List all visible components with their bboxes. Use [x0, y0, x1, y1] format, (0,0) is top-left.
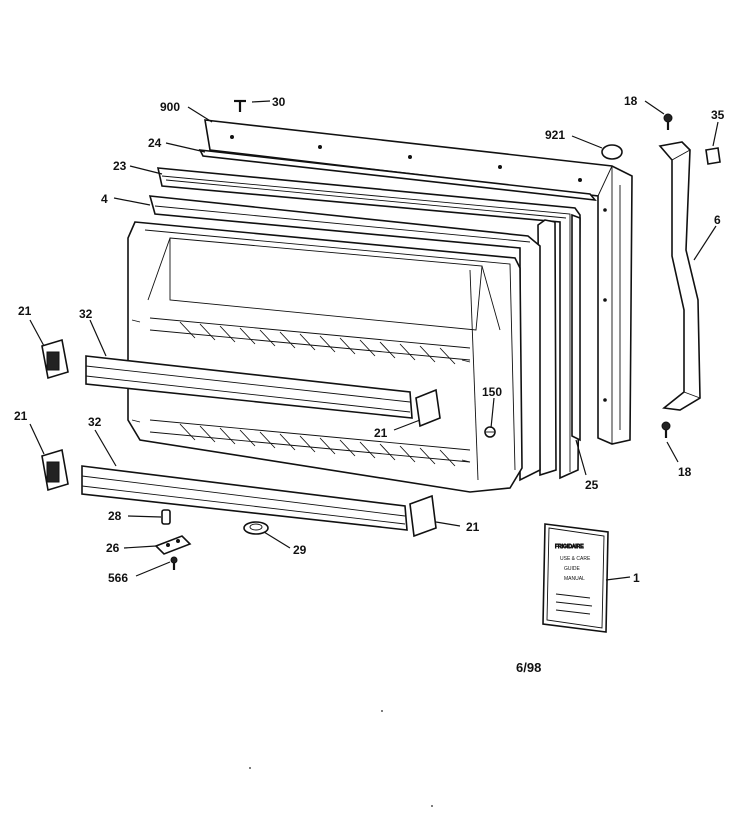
- booklet-text-2: USE & CARE: [560, 556, 591, 562]
- screw-566: [170, 556, 178, 570]
- screw-30: [234, 99, 246, 112]
- use-care-booklet-1: FRIGIDAIRE USE & CARE GUIDE MANUAL: [542, 523, 609, 633]
- label-18-bottom: 18: [678, 465, 692, 479]
- part-28: [161, 509, 171, 525]
- label-23: 23: [113, 159, 127, 173]
- booklet-text-4: MANUAL: [564, 576, 585, 582]
- leader-lines: [29, 100, 719, 581]
- door-gasket-25: [537, 213, 581, 477]
- door-shelf-bar-32-lower: [81, 465, 408, 531]
- label-24: 24: [148, 136, 162, 150]
- revision-date: 6/98: [516, 660, 541, 675]
- label-32-bottom: 32: [88, 415, 102, 429]
- shelf-end-cap-21-inner: [415, 388, 441, 428]
- shelf-end-cap-21-upper-left: [41, 338, 69, 380]
- label-21-left-bottom: 21: [14, 409, 28, 423]
- label-25: 25: [585, 478, 599, 492]
- lower-shelf-ribs: [179, 423, 456, 467]
- door-trim-24: [198, 149, 597, 202]
- part-labels: 900 30 18 35 921 24 23 4 6 21 32 21 32 1…: [14, 94, 725, 585]
- label-35: 35: [711, 108, 725, 122]
- cap-35: [705, 147, 721, 165]
- booklet-text-3: GUIDE: [564, 566, 581, 572]
- door-frame-4: [148, 195, 541, 482]
- screw-18-top: [663, 113, 673, 130]
- label-921: 921: [545, 128, 565, 142]
- label-150: 150: [482, 385, 502, 399]
- door-liner: [127, 221, 523, 493]
- booklet-text-1: FRIGIDAIRE: [555, 544, 584, 550]
- door-shelf-bar-32-upper: [85, 355, 413, 419]
- upper-shelf-ribs: [179, 321, 456, 365]
- label-4: 4: [101, 192, 108, 206]
- label-21-inner: 21: [374, 426, 388, 440]
- label-6: 6: [714, 213, 721, 227]
- shelf-end-cap-21-right: [409, 494, 437, 538]
- screw-18-bottom: [661, 421, 671, 438]
- bushing-29: [243, 521, 269, 535]
- label-32-top: 32: [79, 307, 93, 321]
- screw-150: [484, 426, 496, 438]
- label-900: 900: [160, 100, 180, 114]
- door-gasket-23: [156, 167, 581, 480]
- label-29: 29: [293, 543, 307, 557]
- label-30: 30: [272, 95, 286, 109]
- label-26: 26: [106, 541, 120, 555]
- label-28: 28: [108, 509, 122, 523]
- label-566: 566: [108, 571, 128, 585]
- label-1: 1: [633, 571, 640, 585]
- hinge-26: [154, 535, 192, 555]
- shelf-end-cap-21-lower-left: [41, 448, 69, 492]
- plug-921: [601, 144, 623, 160]
- label-21-right: 21: [466, 520, 480, 534]
- label-18-top: 18: [624, 94, 638, 108]
- door-handle-6: [658, 141, 701, 411]
- label-21-left-top: 21: [18, 304, 32, 318]
